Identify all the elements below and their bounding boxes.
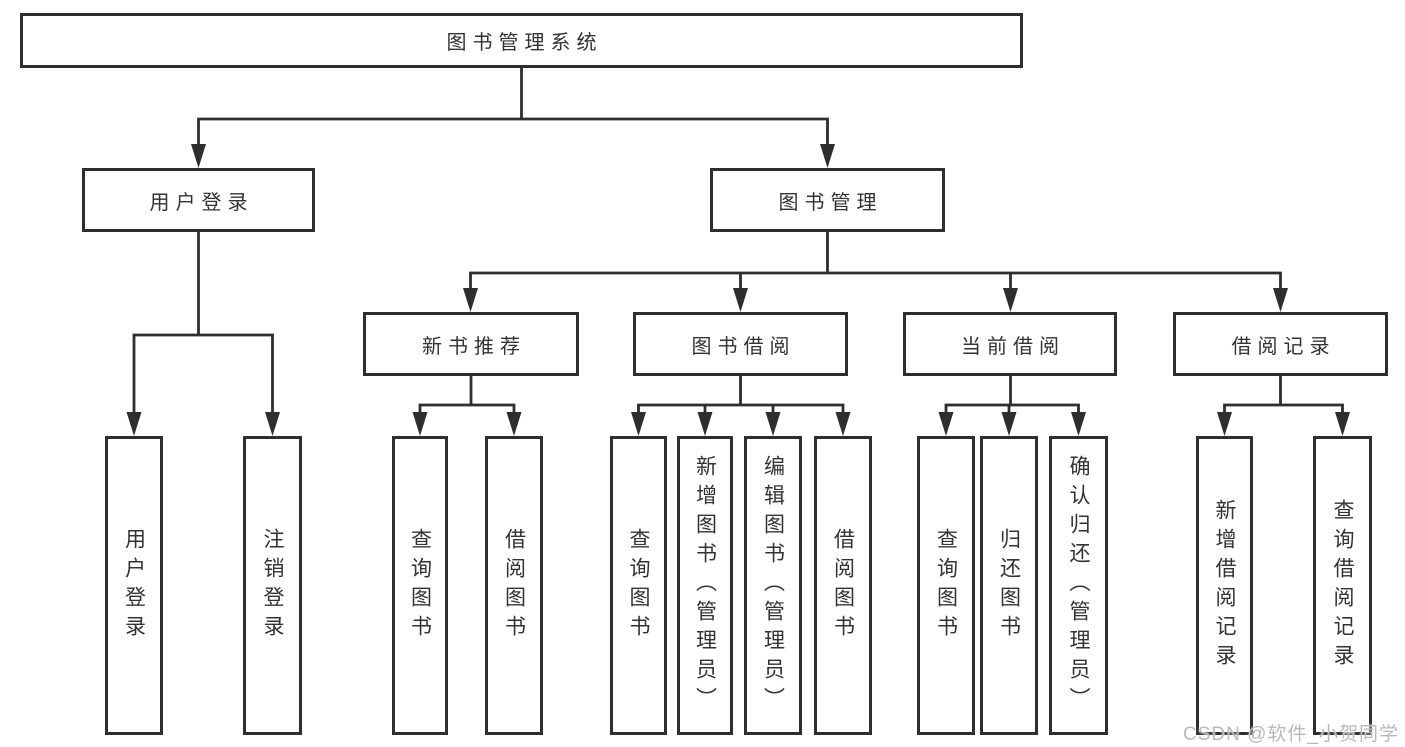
leaf-label: 借阅图书 bbox=[831, 527, 855, 644]
arrowhead-icon bbox=[1335, 412, 1350, 436]
leaf-query-books: 查询图书 bbox=[392, 436, 448, 735]
arrowhead-icon bbox=[191, 144, 206, 168]
leaf-label: 编辑图书（管理员） bbox=[761, 455, 785, 716]
leaf-label: 查询图书 bbox=[627, 527, 650, 644]
arrowhead-icon bbox=[1217, 412, 1232, 436]
arrowhead-icon bbox=[697, 412, 713, 436]
node-current-borrow: 当前借阅 bbox=[903, 312, 1117, 376]
leaf-return-books: 归还图书 bbox=[980, 436, 1038, 735]
arrowhead-icon bbox=[820, 144, 835, 168]
node-label: 图书管理系统 bbox=[446, 32, 603, 54]
leaf-label: 确认归还（管理员） bbox=[1067, 455, 1090, 716]
node-label: 当前借阅 bbox=[961, 335, 1065, 358]
leaf-label: 归还图书 bbox=[997, 527, 1021, 644]
arrowhead-icon bbox=[506, 412, 522, 436]
leaf-logout: 注销登录 bbox=[243, 436, 302, 735]
watermark: CSDN @软件_小贺同学 bbox=[1183, 724, 1399, 745]
node-borrow-records: 借阅记录 bbox=[1173, 312, 1388, 376]
leaf-label: 借阅图书 bbox=[502, 527, 526, 644]
arrowhead-icon bbox=[938, 412, 954, 436]
arrowhead-icon bbox=[265, 412, 280, 436]
leaf-label: 新增借阅记录 bbox=[1213, 498, 1236, 673]
leaf-user-login: 用户登录 bbox=[105, 436, 163, 735]
connector-lines bbox=[132, 68, 1344, 414]
node-book-management: 图书管理 bbox=[710, 168, 945, 232]
leaf-query-borrow-record: 查询借阅记录 bbox=[1313, 436, 1372, 735]
leaf-label: 查询图书 bbox=[934, 527, 958, 644]
node-label: 图书管理 bbox=[778, 191, 883, 214]
node-label: 用户登录 bbox=[149, 191, 254, 214]
node-library-system: 图书管理系统 bbox=[20, 13, 1023, 68]
arrowhead-icon bbox=[1003, 288, 1018, 312]
leaf-label: 注销登录 bbox=[261, 527, 284, 644]
arrowhead-icon bbox=[835, 412, 851, 436]
arrowheads bbox=[126, 144, 1350, 436]
node-label: 新书推荐 bbox=[422, 335, 526, 358]
arrowhead-icon bbox=[733, 288, 748, 312]
leaf-label: 新增图书（管理员） bbox=[693, 455, 717, 716]
node-book-borrow: 图书借阅 bbox=[633, 312, 848, 376]
leaf-edit-book-admin: 编辑图书（管理员） bbox=[744, 436, 802, 735]
node-user-login: 用户登录 bbox=[82, 168, 315, 232]
leaf-query-books: 查询图书 bbox=[917, 436, 975, 735]
leaf-query-books: 查询图书 bbox=[610, 436, 667, 735]
arrowhead-icon bbox=[126, 412, 142, 436]
arrowhead-icon bbox=[412, 412, 428, 436]
leaf-borrow-books: 借阅图书 bbox=[485, 436, 543, 735]
arrowhead-icon bbox=[1001, 412, 1017, 436]
arrowhead-icon bbox=[631, 412, 646, 436]
node-label: 借阅记录 bbox=[1231, 335, 1336, 358]
arrowhead-icon bbox=[1071, 412, 1086, 436]
leaf-confirm-return-admin: 确认归还（管理员） bbox=[1049, 436, 1108, 735]
arrowhead-icon bbox=[765, 412, 781, 436]
arrowhead-icon bbox=[1273, 288, 1288, 312]
leaf-label: 用户登录 bbox=[122, 527, 146, 644]
leaf-add-book-admin: 新增图书（管理员） bbox=[677, 436, 733, 735]
leaf-label: 查询图书 bbox=[408, 527, 432, 644]
leaf-add-borrow-record: 新增借阅记录 bbox=[1196, 436, 1253, 735]
node-label: 图书借阅 bbox=[691, 335, 796, 358]
node-new-book-recommend: 新书推荐 bbox=[363, 312, 579, 376]
leaf-borrow-books: 借阅图书 bbox=[814, 436, 872, 735]
arrowhead-icon bbox=[463, 288, 478, 312]
leaf-label: 查询借阅记录 bbox=[1331, 498, 1354, 673]
